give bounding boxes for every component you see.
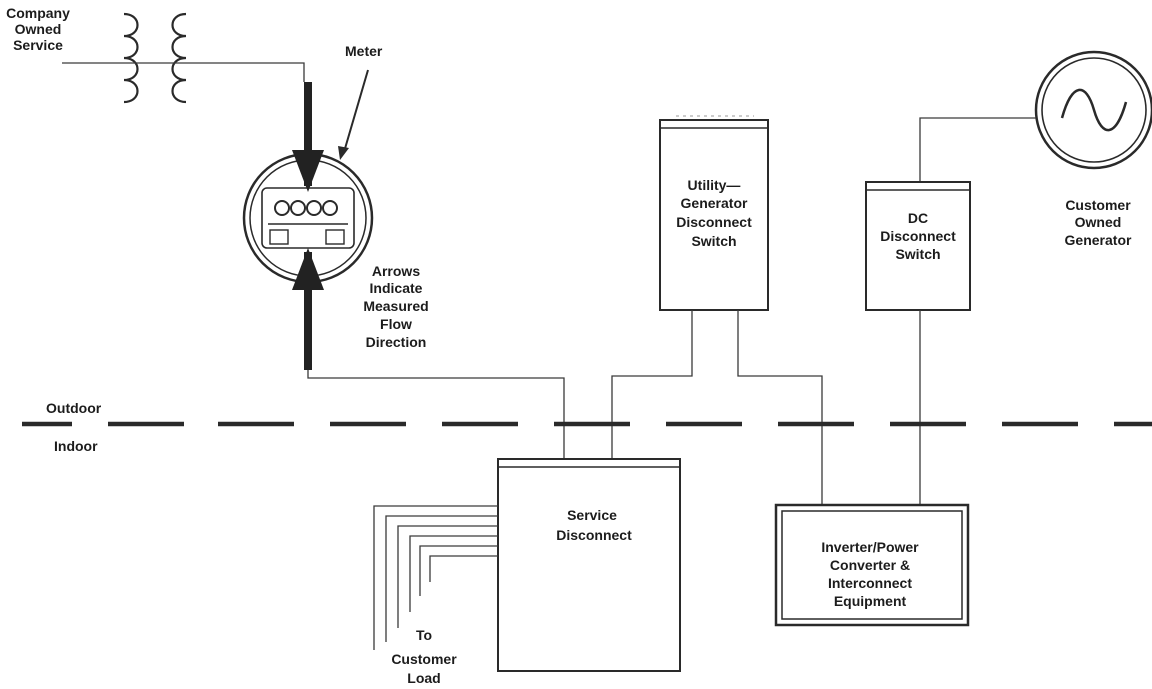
label-equipment: Equipment [834, 593, 907, 609]
label-customer-owned-generator: Customer Owned Generator [1065, 197, 1132, 248]
utility-switch-to-service-wire [611, 310, 693, 459]
label-converter: Converter & [830, 557, 910, 573]
label-to-customer-load: To Customer Load [391, 627, 457, 686]
label-switch: Switch [691, 233, 736, 249]
label-service: Service [13, 37, 63, 53]
utility-generator-disconnect-switch: Utility— Generator Disconnect Switch [659, 115, 769, 311]
label-utility: Utility— [688, 177, 741, 193]
dc-disconnect-switch: DC Disconnect Switch [865, 181, 971, 311]
meter-flow-arrows [292, 82, 324, 370]
generator-icon [1034, 50, 1152, 170]
label-owned-gen: Owned [1075, 214, 1122, 230]
label-direction: Direction [366, 334, 427, 350]
label-load: Load [407, 670, 440, 686]
label-meter: Meter [345, 43, 383, 59]
label-interconnect: Interconnect [828, 575, 912, 591]
label-generator: Generator [681, 195, 748, 211]
label-customer-load: Customer [391, 651, 457, 667]
inverter-power-converter: Inverter/Power Converter & Interconnect … [774, 503, 970, 627]
label-measured: Measured [363, 298, 428, 314]
label-disconnect: Disconnect [676, 214, 752, 230]
label-indoor: Indoor [54, 438, 98, 454]
label-service-line: Service [567, 507, 617, 523]
label-dc-switch: Switch [895, 246, 940, 262]
label-dc: DC [908, 210, 928, 226]
label-outdoor: Outdoor [46, 400, 102, 416]
label-company-owned-service: Company Owned Service [6, 5, 70, 53]
service-disconnect: Service Disconnect [497, 458, 681, 672]
transformer-symbol [123, 12, 187, 104]
label-to: To [416, 627, 432, 643]
label-indicate: Indicate [370, 280, 423, 296]
label-arrows: Arrows [372, 263, 420, 279]
meter-pointer-arrow [338, 69, 369, 160]
label-service-disconnect-line: Disconnect [556, 527, 632, 543]
meter-to-service-wire [307, 370, 565, 459]
label-dc-disconnect: Disconnect [880, 228, 956, 244]
utility-switch-to-inverter-wire [737, 310, 823, 505]
label-arrows-note: Arrows Indicate Measured Flow Direction [363, 263, 428, 350]
service-drop-wire [62, 62, 305, 82]
label-customer: Customer [1065, 197, 1131, 213]
label-inverter: Inverter/Power [821, 539, 919, 555]
label-company: Company [6, 5, 70, 21]
customer-load-feeders [373, 505, 498, 650]
label-flow: Flow [380, 316, 412, 332]
label-generator-gen: Generator [1065, 232, 1132, 248]
generator-to-dc-switch-wire [919, 117, 1036, 182]
label-owned: Owned [15, 21, 62, 37]
